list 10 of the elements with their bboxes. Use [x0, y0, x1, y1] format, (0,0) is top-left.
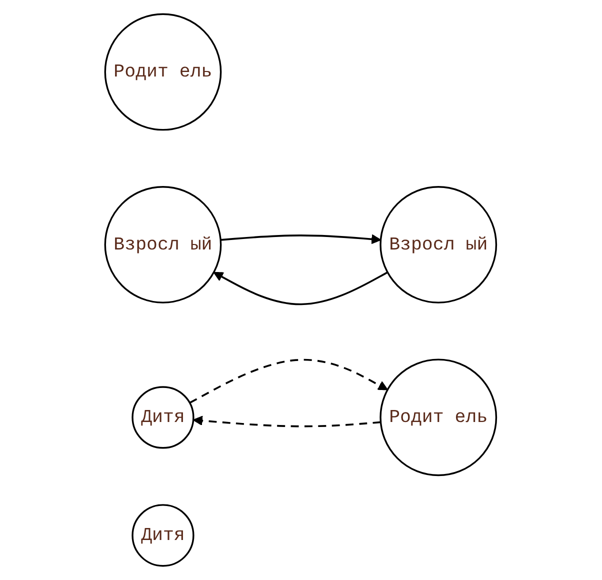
arrow	[193, 416, 382, 428]
node-circle: Взросл ый	[104, 186, 222, 304]
node-circle: Дитя	[132, 386, 195, 449]
arrow	[220, 234, 382, 244]
node-circle: Взросл ый	[380, 186, 498, 304]
node-circle: Родит ель	[380, 358, 498, 476]
node-circle: Родит ель	[104, 13, 222, 131]
arrow	[214, 272, 388, 306]
arrow	[190, 358, 388, 404]
node-circle: Дитя	[132, 504, 195, 567]
